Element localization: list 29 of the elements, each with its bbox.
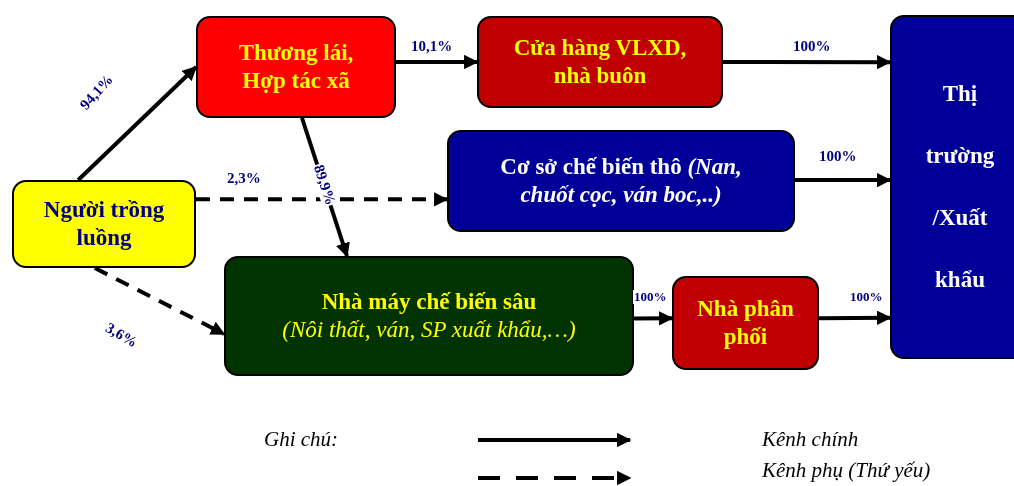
arrow — [819, 310, 892, 326]
edge-label: 100% — [633, 290, 668, 305]
legend-label: Kênh phụ (Thứ yếu) — [762, 458, 931, 483]
process-box — [224, 256, 634, 376]
process-box — [672, 276, 819, 370]
node-text: Cơ sở chế biến thô (Nan, chuốt cọc, ván boc,..) — [499, 152, 743, 209]
arrow — [396, 54, 479, 70]
node-text: Cửa hàng VLXD, nhà buôn — [512, 33, 688, 90]
process-box — [196, 16, 396, 118]
arrow — [76, 65, 198, 182]
arrow — [723, 54, 892, 70]
process-box — [12, 180, 196, 268]
edge-label: 10,1% — [410, 38, 454, 55]
node-text: Nhà máy chế biến sâu — [321, 287, 537, 316]
node-text: (Nôi thất, ván, SP xuất khẩu,…) — [282, 316, 576, 344]
node-text: Người trồng luồng — [42, 195, 166, 252]
node-text: Nhà phân phối — [696, 294, 795, 351]
edge-label: 2,3% — [226, 170, 262, 187]
arrow — [634, 311, 674, 326]
dashed-arrow — [196, 192, 449, 207]
process-box — [477, 16, 723, 108]
node-text: Thị trường /Xuất khẩu — [925, 80, 995, 294]
legend-title: Ghi chú: — [264, 427, 339, 452]
node-text: Thương lái, Hợp tác xã — [237, 38, 355, 95]
arrow — [795, 172, 892, 188]
legend-label: Kênh chính — [762, 427, 859, 452]
process-box — [447, 130, 795, 232]
dashed-arrow — [93, 266, 226, 336]
process-box — [890, 15, 1014, 359]
